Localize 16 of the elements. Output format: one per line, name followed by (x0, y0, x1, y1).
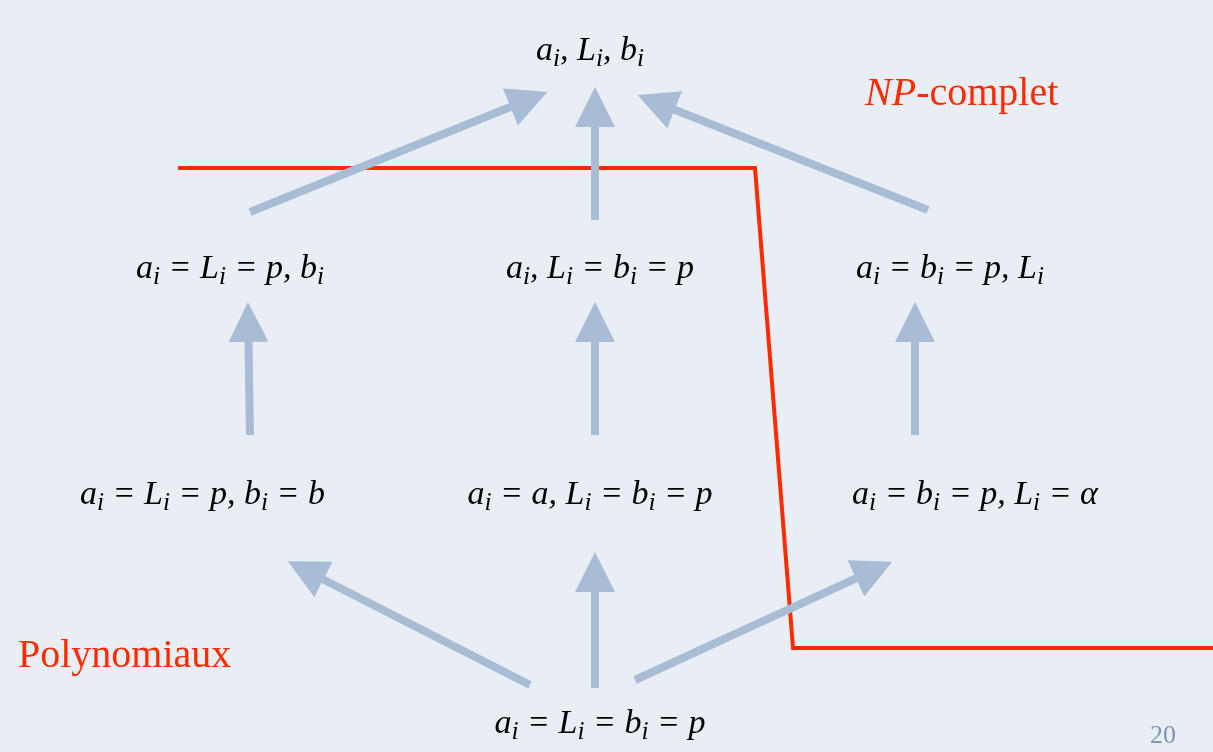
math-expression: a$_{i}$ = a, L$_{i}$ = b$_{i}$ = p (467, 476, 713, 510)
arrow (228, 302, 269, 436)
math-expression: a$_{i}$, L$_{i}$ = b$_{i}$ = p (505, 250, 695, 284)
arrow (633, 560, 893, 684)
math-expression: a$_{i}$, L$_{i}$, b$_{i}$ (535, 32, 645, 66)
math-expression: a$_{i}$ = b$_{i}$ = p, L$_{i}$ (855, 250, 1045, 284)
math-expression: a$_{i}$ = L$_{i}$ = p, b$_{i}$ (135, 250, 325, 284)
math-expression: a$_{i}$ = b$_{i}$ = p, L$_{i}$ = α (852, 476, 1098, 510)
math-expression: a$_{i}$ = L$_{i}$ = p, b$_{i}$ = b (79, 476, 325, 510)
page-number: 20 (1150, 722, 1176, 748)
math-expression: a$_{i}$ = L$_{i}$ = b$_{i}$ = p (494, 705, 706, 739)
arrow (287, 561, 532, 689)
arrow (248, 88, 548, 216)
region-label: NP-complet (865, 72, 1059, 112)
arrow (637, 91, 930, 214)
region-label: Polynomiaux (18, 634, 232, 674)
